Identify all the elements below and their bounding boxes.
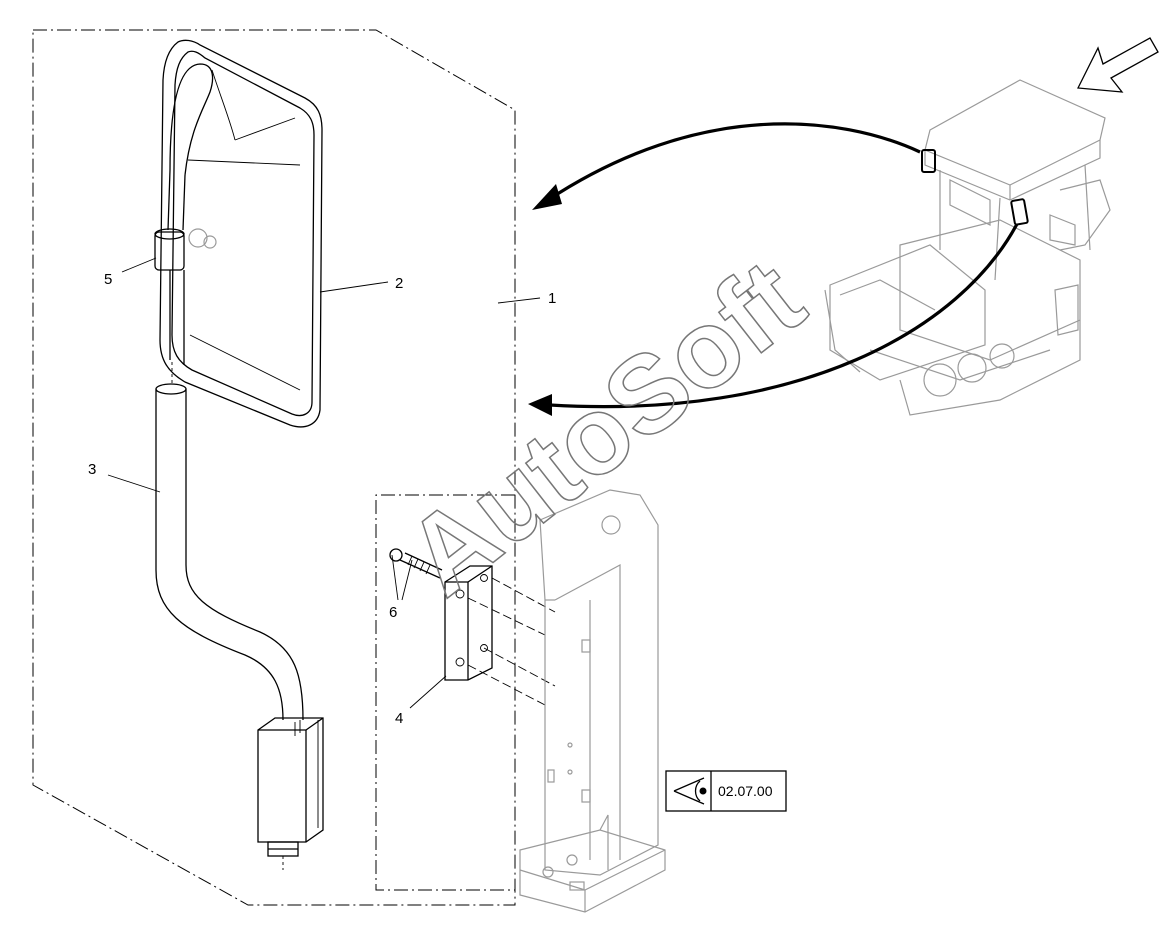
mirror-head (159, 39, 323, 428)
reference-label: 02.07.00 (718, 783, 773, 799)
leader-line-3 (107, 474, 161, 493)
callout-1: 1 (548, 290, 556, 307)
arrow-head-upper (532, 184, 562, 210)
assembly-boundary (32, 29, 516, 906)
arrow-head-lower (528, 394, 552, 416)
watermark: AutoSoft (384, 236, 826, 619)
paver-machine (824, 79, 1111, 416)
leader-line-6a (391, 554, 399, 601)
bracket-group-boundary (375, 494, 515, 891)
view-direction-arrow (1076, 37, 1159, 93)
location-marker-left (921, 149, 936, 173)
callout-5: 5 (104, 271, 112, 288)
screw-pair (389, 548, 443, 579)
mirror-arm (155, 383, 324, 870)
eye-icon (673, 777, 707, 805)
location-marker-right (1010, 198, 1029, 226)
leader-line-2 (319, 281, 389, 293)
leader-line-4 (409, 675, 447, 709)
curved-arrow-upper (547, 122, 921, 202)
callout-4: 4 (395, 710, 403, 727)
callout-6: 6 (389, 604, 397, 621)
callout-2: 2 (395, 275, 403, 292)
callout-3: 3 (88, 461, 96, 478)
curved-arrow-lower (549, 223, 1019, 409)
clamp-sleeve (154, 228, 185, 383)
support-post (519, 489, 666, 913)
leader-line-1 (497, 297, 541, 304)
leader-line-5 (121, 257, 157, 273)
leader-line-6b (401, 559, 413, 601)
reference-box[interactable]: 02.07.00 (665, 770, 787, 812)
